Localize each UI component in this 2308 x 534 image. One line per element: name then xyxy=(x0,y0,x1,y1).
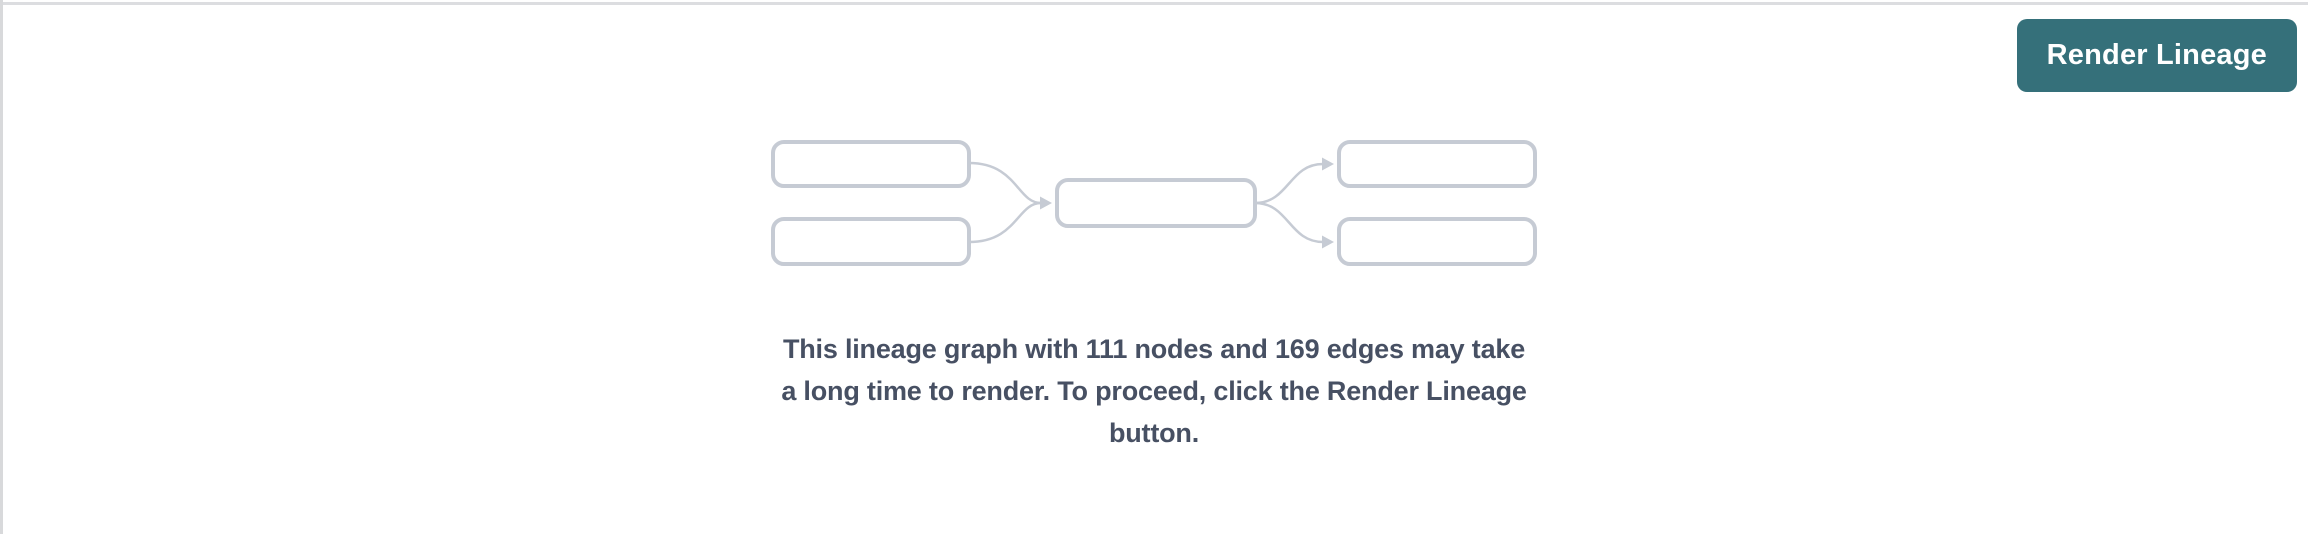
lineage-warning-message: This lineage graph with 111 nodes and 16… xyxy=(781,328,1527,454)
placeholder-edge xyxy=(968,161,1042,205)
placeholder-edge xyxy=(1254,162,1324,205)
placeholder-arrowhead-icon xyxy=(1322,157,1334,171)
message-line: a long time to render. To proceed, click… xyxy=(781,376,1527,406)
render-lineage-button[interactable]: Render Lineage xyxy=(2016,19,2297,92)
placeholder-node xyxy=(771,140,971,188)
placeholder-node xyxy=(1055,178,1257,228)
panel-top-border xyxy=(0,2,2308,5)
placeholder-edge xyxy=(1254,201,1324,244)
placeholder-node xyxy=(771,217,971,266)
message-line: button. xyxy=(1108,418,1200,448)
lineage-graph-placeholder-icon xyxy=(771,140,1537,266)
panel-left-border xyxy=(0,0,3,534)
message-line: This lineage graph with 111 nodes and 16… xyxy=(782,334,1526,364)
placeholder-node xyxy=(1337,217,1537,266)
placeholder-node xyxy=(1337,140,1537,188)
placeholder-edge xyxy=(968,201,1042,244)
placeholder-arrowhead-icon xyxy=(1322,235,1334,249)
lineage-placeholder: This lineage graph with 111 nodes and 16… xyxy=(771,140,1537,454)
placeholder-arrowhead-icon xyxy=(1040,196,1052,210)
